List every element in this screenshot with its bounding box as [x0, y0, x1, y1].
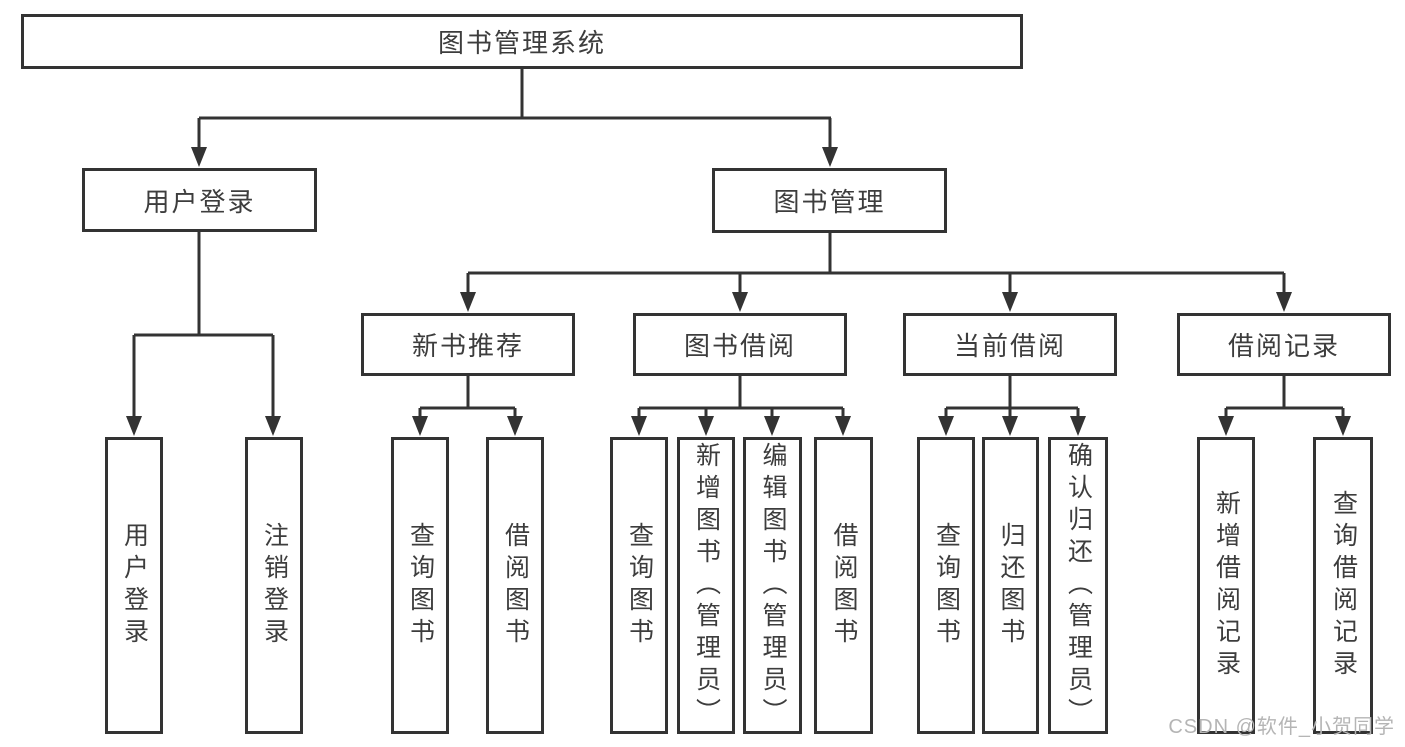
arrow-down-icon: [126, 416, 142, 436]
leaf-label: 查询图书: [406, 521, 435, 650]
leaf-label: 新增借阅记录: [1212, 489, 1241, 682]
leaf-borrow-edit-books-admin: 编辑图书（管理员）: [743, 437, 802, 734]
node-label: 图书管理: [773, 187, 886, 217]
arrow-down-icon: [507, 416, 523, 436]
node-label: 当前借阅: [953, 331, 1066, 361]
leaf-label: 查询借阅记录: [1329, 489, 1358, 682]
node-label: 新书推荐: [411, 331, 524, 361]
arrow-down-icon: [698, 416, 714, 436]
leaf-records-query-record: 查询借阅记录: [1313, 437, 1373, 734]
arrow-down-icon: [1002, 292, 1018, 312]
leaf-label: 查询图书: [932, 521, 961, 650]
node-book-borrow: 图书借阅: [633, 313, 847, 376]
leaf-borrow-add-books-admin: 新增图书（管理员）: [677, 437, 735, 734]
node-library-system: 图书管理系统: [21, 14, 1023, 69]
leaf-label: 用户登录: [120, 521, 149, 650]
leaf-current-confirm-return-admin: 确认归还（管理员）: [1048, 437, 1108, 734]
node-label: 图书管理系统: [437, 28, 606, 58]
node-borrow-records: 借阅记录: [1177, 313, 1391, 376]
arrow-down-icon: [1070, 416, 1086, 436]
arrow-down-icon: [732, 292, 748, 312]
arrow-down-icon: [938, 416, 954, 436]
arrow-down-icon: [1276, 292, 1292, 312]
node-book-management: 图书管理: [712, 168, 947, 233]
node-label: 图书借阅: [683, 331, 796, 361]
csdn-watermark: CSDN @软件_小贺同学: [1168, 716, 1395, 738]
leaf-label: 注销登录: [260, 521, 289, 650]
leaf-label: 归还图书: [997, 521, 1025, 650]
arrow-down-icon: [631, 416, 647, 436]
arrow-down-icon: [191, 147, 207, 167]
arrow-down-icon: [1002, 416, 1018, 436]
arrow-down-icon: [460, 292, 476, 312]
arrow-down-icon: [265, 416, 281, 436]
node-user-login: 用户登录: [82, 168, 317, 232]
leaf-label: 查询图书: [625, 521, 654, 650]
arrow-down-icon: [764, 416, 780, 436]
leaf-borrow-borrow-books: 借阅图书: [814, 437, 873, 734]
arrow-down-icon: [835, 416, 851, 436]
leaf-user-login: 用户登录: [105, 437, 163, 734]
leaf-label: 借阅图书: [501, 521, 530, 650]
leaf-label: 新增图书（管理员）: [692, 441, 721, 730]
node-label: 借阅记录: [1227, 331, 1340, 361]
leaf-records-add-record: 新增借阅记录: [1197, 437, 1255, 734]
leaf-label: 确认归还（管理员）: [1064, 441, 1093, 730]
leaf-current-query-books: 查询图书: [917, 437, 975, 734]
arrow-down-icon: [822, 147, 838, 167]
node-label: 用户登录: [143, 186, 256, 217]
leaf-current-return-books: 归还图书: [982, 437, 1039, 734]
arrow-down-icon: [1218, 416, 1234, 436]
leaf-logout: 注销登录: [245, 437, 303, 734]
leaf-newbook-borrow-books: 借阅图书: [486, 437, 544, 734]
leaf-label: 借阅图书: [830, 521, 858, 650]
node-current-borrow: 当前借阅: [903, 313, 1117, 376]
leaf-newbook-query-books: 查询图书: [391, 437, 449, 734]
leaf-borrow-query-books: 查询图书: [610, 437, 668, 734]
arrow-down-icon: [1335, 416, 1351, 436]
arrow-down-icon: [412, 416, 428, 436]
node-new-book-recommend: 新书推荐: [361, 313, 575, 376]
leaf-label: 编辑图书（管理员）: [759, 441, 787, 730]
